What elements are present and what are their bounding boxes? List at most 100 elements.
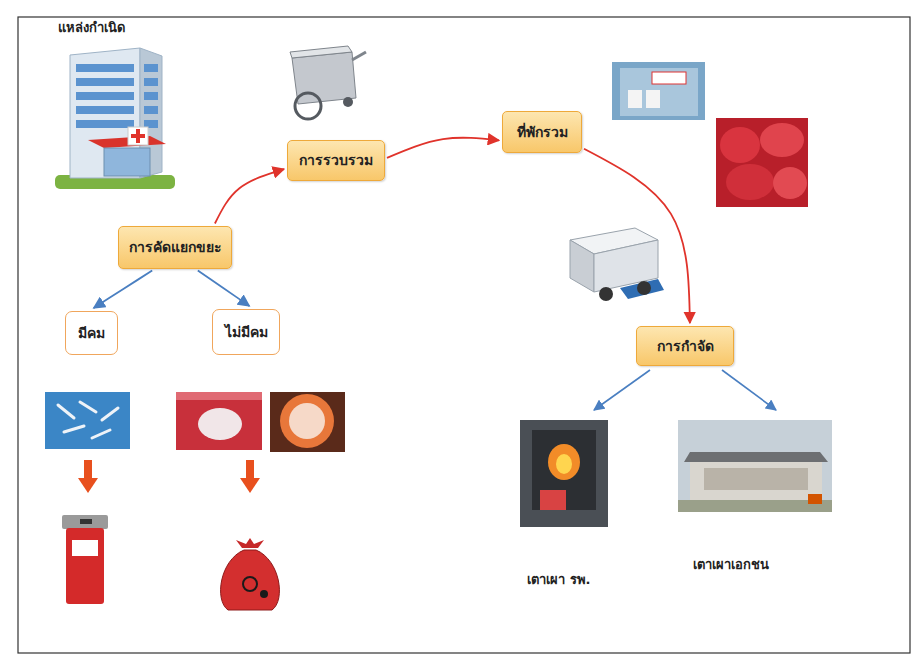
- photo-ground: [176, 392, 262, 450]
- caption-label: แหล่งกำเนิด: [58, 20, 125, 37]
- cart-handle: [352, 52, 366, 60]
- bag: [720, 127, 760, 163]
- vent: [704, 468, 808, 490]
- container-label: [72, 540, 98, 556]
- photo-ground: [716, 118, 808, 207]
- window-row: [76, 64, 134, 72]
- node-text: การรวบรวม: [299, 151, 373, 169]
- needles: [58, 402, 118, 438]
- fire: [548, 444, 580, 480]
- arrow-shaft: [84, 460, 92, 480]
- caption-label: เตาเผาเอกชน: [693, 557, 769, 574]
- bag: [540, 490, 566, 510]
- category-box: ไม่มีคม: [212, 309, 280, 355]
- window-row: [144, 64, 158, 72]
- container-slot: [80, 519, 92, 524]
- window-row: [76, 106, 134, 114]
- caption-label: เตาเผา รพ.: [527, 572, 590, 589]
- paper: [628, 90, 642, 108]
- window-row: [76, 78, 134, 86]
- vehicle: [808, 494, 822, 504]
- category-box: มีคม: [65, 311, 118, 355]
- waste: [198, 408, 242, 440]
- window-row: [76, 92, 134, 100]
- bag-body: [221, 550, 280, 610]
- branch-arrow: [594, 370, 650, 410]
- red-cross: [131, 134, 145, 138]
- canopy: [88, 136, 166, 148]
- down-arrows: [78, 460, 260, 493]
- sharps-container: [62, 515, 108, 604]
- window-grid: [76, 64, 158, 128]
- entrance: [104, 148, 150, 176]
- photo-ground: [270, 392, 345, 452]
- photo-ground: [678, 420, 832, 512]
- wall: [690, 462, 822, 502]
- fire: [556, 454, 572, 474]
- biohazard-mark: [243, 577, 257, 591]
- node-text: ไม่มีคม: [225, 323, 268, 341]
- branch-arrow: [722, 370, 776, 410]
- process-box: ที่พักรวม: [502, 111, 582, 153]
- roof: [684, 452, 828, 462]
- bin-rim: [280, 394, 334, 448]
- flow-arrow: [584, 149, 690, 323]
- flow-arrow: [198, 271, 250, 307]
- needle: [102, 408, 118, 420]
- process-box: การรวบรวม: [287, 140, 385, 181]
- truck-wheel: [599, 287, 613, 301]
- waste-cart: [290, 46, 366, 119]
- wall: [620, 68, 698, 116]
- needle: [80, 402, 96, 412]
- node-text: ที่พักรวม: [517, 123, 568, 141]
- flow-arrow: [215, 169, 284, 223]
- arrow-shaft: [246, 460, 254, 480]
- container-body: [66, 528, 104, 604]
- paper: [646, 90, 660, 108]
- cross-sign: [128, 127, 148, 145]
- red-bag: [221, 538, 280, 610]
- arrow-head: [78, 478, 98, 493]
- window-row: [144, 78, 158, 86]
- furnace: [532, 430, 596, 510]
- red-bags-photo: [716, 118, 808, 207]
- storage-photo: [612, 62, 705, 120]
- photo-ground: [520, 420, 608, 527]
- photo-ground: [612, 62, 705, 120]
- cart-wheel: [295, 93, 321, 119]
- sharps-photo: [45, 392, 130, 449]
- cart-lid: [290, 46, 352, 58]
- bin-photo: [270, 392, 345, 452]
- truck-cab: [620, 279, 664, 299]
- skull-mark: [260, 590, 268, 598]
- hospital-building: [55, 48, 175, 189]
- process-box: การคัดแยกขยะ: [118, 226, 232, 269]
- node-text: การกำจัด: [657, 337, 714, 355]
- flow-arrow: [94, 271, 153, 309]
- node-text: การคัดแยกขยะ: [129, 238, 222, 256]
- bag: [773, 167, 807, 199]
- truck: [570, 228, 664, 301]
- node-text: มีคม: [78, 324, 105, 342]
- flow-arrow: [387, 138, 499, 158]
- bag-tie: [236, 538, 264, 548]
- bag: [726, 164, 774, 200]
- hospital-incinerator-photo: [520, 420, 608, 527]
- truck-back: [570, 240, 594, 292]
- photo-ground: [45, 392, 130, 449]
- bin-inside: [289, 403, 325, 439]
- window-row: [76, 120, 134, 128]
- cart-wheel: [343, 97, 353, 107]
- sign: [652, 72, 686, 84]
- needle: [58, 405, 74, 418]
- bag-photo: [176, 392, 262, 450]
- needle: [92, 430, 110, 438]
- arrow-head: [240, 478, 260, 493]
- needle: [64, 426, 84, 432]
- process-box: การกำจัด: [636, 326, 734, 366]
- frame: [18, 17, 910, 653]
- window-row: [144, 92, 158, 100]
